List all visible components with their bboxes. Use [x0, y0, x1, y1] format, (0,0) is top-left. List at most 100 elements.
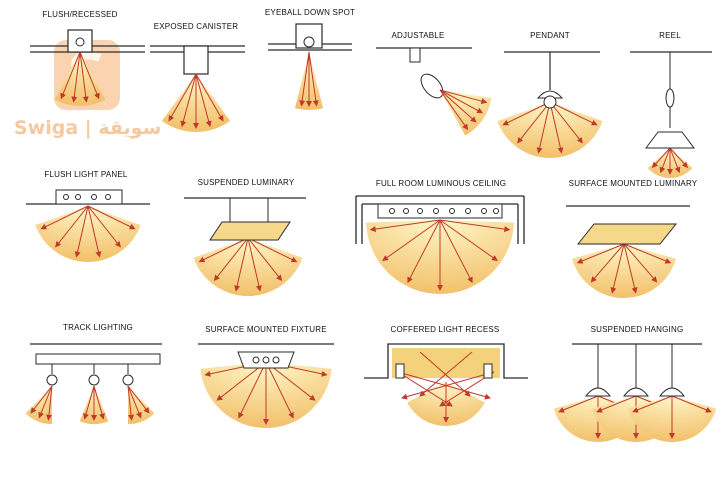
light-ray	[79, 51, 89, 103]
panel-lamp	[105, 194, 111, 200]
light-ray	[60, 51, 81, 100]
light-ray	[439, 89, 488, 105]
light-ray	[397, 371, 453, 407]
light-ray	[549, 101, 583, 144]
label-eyeball-down-spot: EYEBALL DOWN SPOT	[264, 8, 356, 17]
label-reel: REEL	[659, 31, 681, 40]
light-ray	[247, 237, 262, 292]
light-ray	[30, 385, 53, 414]
light-ray	[127, 385, 150, 414]
light-ray	[127, 385, 142, 419]
light-ray	[234, 237, 249, 292]
light-ray	[87, 205, 136, 230]
flush-light-panel-fixture	[26, 189, 150, 262]
light-ray	[419, 351, 471, 397]
light-ray	[439, 89, 484, 114]
pendant-fixture	[497, 51, 603, 158]
lamp	[75, 37, 85, 47]
light-ray	[195, 73, 212, 128]
label-suspended-hanging: SUSPENDED HANGING	[590, 325, 684, 334]
light-ray	[308, 51, 319, 107]
coffer-glow	[392, 348, 500, 378]
light-ray	[596, 395, 637, 413]
label-exposed-canister: EXPOSED CANISTER	[153, 22, 239, 31]
light-ray	[180, 73, 197, 128]
light-ray	[40, 205, 89, 230]
light-ray	[79, 51, 100, 100]
light-ray	[669, 147, 681, 174]
ceiling-lamp	[389, 208, 395, 214]
panel-lamp	[91, 194, 97, 200]
label-surface-mounted-fixture: SURFACE MOUNTED FIXTURE	[205, 325, 327, 334]
coffer-outline	[364, 343, 528, 379]
coffer-lamp-left	[395, 363, 405, 379]
light-ray	[93, 385, 105, 420]
light-ray	[168, 73, 197, 122]
hanging-shade	[584, 387, 612, 397]
label-pendant: PENDANT	[530, 31, 570, 40]
eyeball-lamp	[303, 36, 315, 48]
fixture-lamp	[272, 356, 280, 364]
pendant-shade	[536, 90, 564, 99]
light-ray	[439, 219, 473, 284]
light-beam	[193, 238, 303, 296]
reel-shade	[645, 131, 695, 149]
fixture-lamp	[262, 356, 270, 364]
exposed-canister-fixture	[150, 45, 245, 132]
ceiling-lamp	[403, 208, 409, 214]
adjustable-fixture	[376, 47, 492, 136]
light-ray	[502, 101, 551, 126]
light-ray	[558, 395, 599, 413]
hanging-shade	[658, 387, 686, 397]
reel-weight	[665, 88, 675, 108]
panel-lamp	[75, 194, 81, 200]
light-ray	[198, 237, 249, 263]
label-suspended-luminary: SUSPENDED LUMINARY	[197, 178, 295, 187]
light-ray	[623, 243, 638, 294]
ceiling-lamp	[493, 208, 499, 214]
light-ray	[87, 205, 121, 248]
label-adjustable: ADJUSTABLE	[391, 31, 445, 40]
light-ray	[74, 205, 89, 258]
ceiling-lamp	[433, 208, 439, 214]
light-ray	[247, 237, 283, 282]
light-beam	[572, 244, 676, 299]
ceiling-lamp	[417, 208, 423, 214]
track-head	[46, 374, 58, 386]
light-ray	[299, 51, 310, 107]
light-ray	[671, 395, 712, 413]
light-ray	[265, 361, 294, 419]
light-ray	[71, 51, 81, 103]
watermark-text: Swiga | سويقة	[14, 117, 162, 139]
light-ray	[651, 147, 671, 169]
light-ray	[517, 101, 551, 144]
label-full-room-luminous-ceiling: FULL ROOM LUMINOUS CEILING	[375, 179, 507, 188]
coffer-lamp-right	[483, 363, 493, 379]
light-ray	[397, 371, 491, 400]
luminary-grid	[209, 221, 291, 241]
label-flush-recessed: FLUSH/RECESSED	[42, 10, 118, 19]
light-ray	[401, 371, 495, 400]
track-lighting-fixture	[25, 343, 162, 424]
light-ray	[195, 73, 224, 122]
light-ray	[439, 89, 469, 131]
flush-recessed-fixture	[30, 29, 145, 106]
track-head	[88, 374, 100, 386]
light-ray	[45, 385, 53, 421]
light-ray	[439, 219, 511, 233]
light-ray	[590, 243, 625, 283]
ceiling-lamp	[481, 208, 487, 214]
reel-fixture	[630, 51, 712, 179]
surface-mounted-luminary-fixture	[566, 205, 690, 299]
label-track-lighting: TRACK LIGHTING	[63, 323, 133, 332]
mount-bracket	[409, 47, 421, 63]
panel-lamp	[63, 194, 69, 200]
light-ray	[623, 243, 658, 283]
light-ray	[623, 243, 672, 264]
suspended-luminary-fixture	[184, 197, 306, 296]
light-ray	[632, 395, 673, 413]
light-ray	[83, 385, 95, 420]
pendant-bulb	[543, 95, 557, 109]
full-room-luminous-ceiling-fixture	[355, 195, 525, 295]
